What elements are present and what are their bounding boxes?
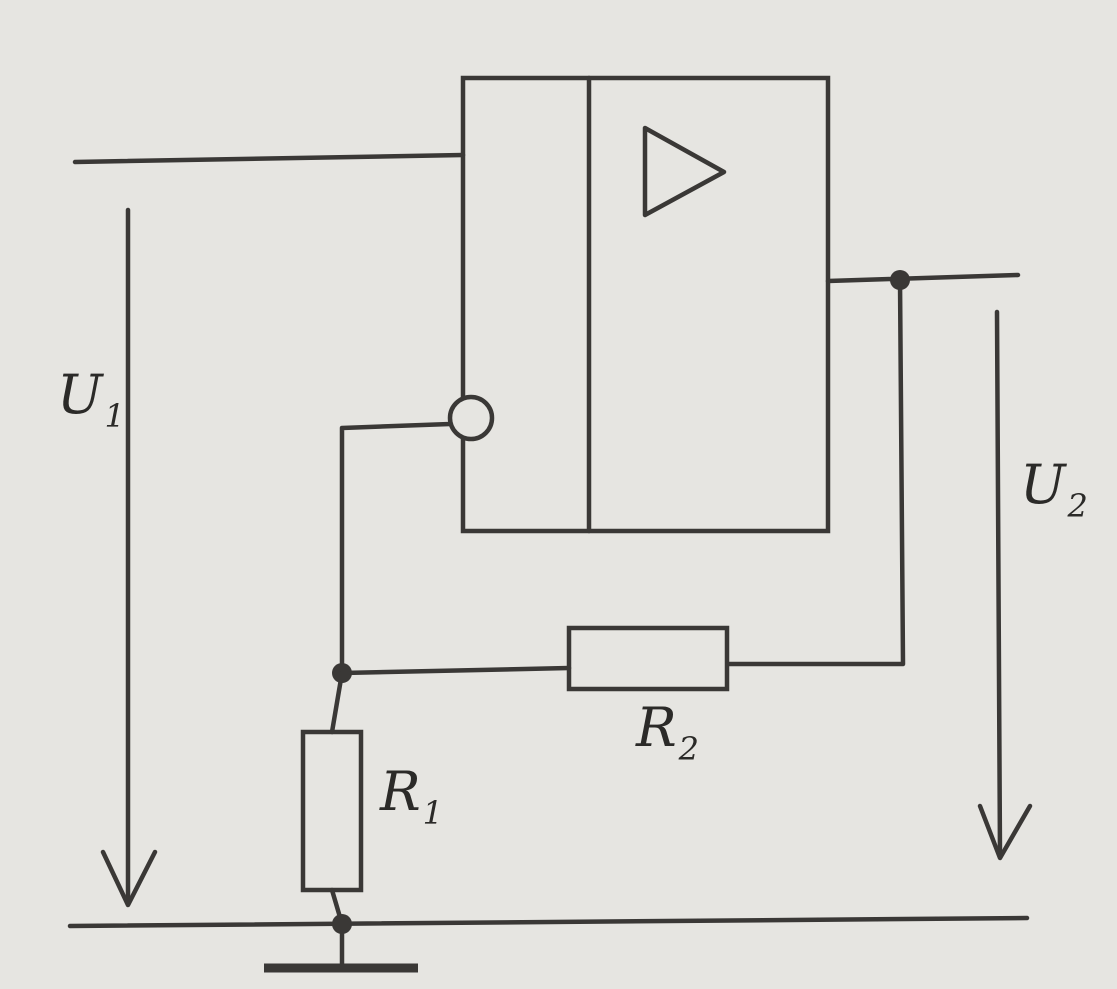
ground-rail xyxy=(67,915,1030,929)
op-amp-body xyxy=(460,75,831,534)
u2-arrow-icon xyxy=(977,309,1033,861)
op-amp xyxy=(447,75,831,534)
resistor-r1 xyxy=(300,729,364,893)
label-u2: U2 xyxy=(1020,453,1088,525)
amplifier-triangle-icon xyxy=(642,125,727,218)
label-r2: R2 xyxy=(635,696,699,768)
u1-arrow-icon xyxy=(100,207,158,908)
input-wire xyxy=(72,152,466,165)
feedback-wire xyxy=(726,277,906,667)
r2-to-node-wire xyxy=(339,665,572,676)
label-u1: U1 xyxy=(57,363,125,435)
label-r1: R1 xyxy=(379,760,443,832)
output-wire xyxy=(825,272,1021,284)
resistor-r2 xyxy=(566,625,730,692)
inverting-input-wire xyxy=(339,421,453,676)
inverting-input-circle xyxy=(447,394,495,442)
node-to-r1-wire xyxy=(329,670,345,735)
